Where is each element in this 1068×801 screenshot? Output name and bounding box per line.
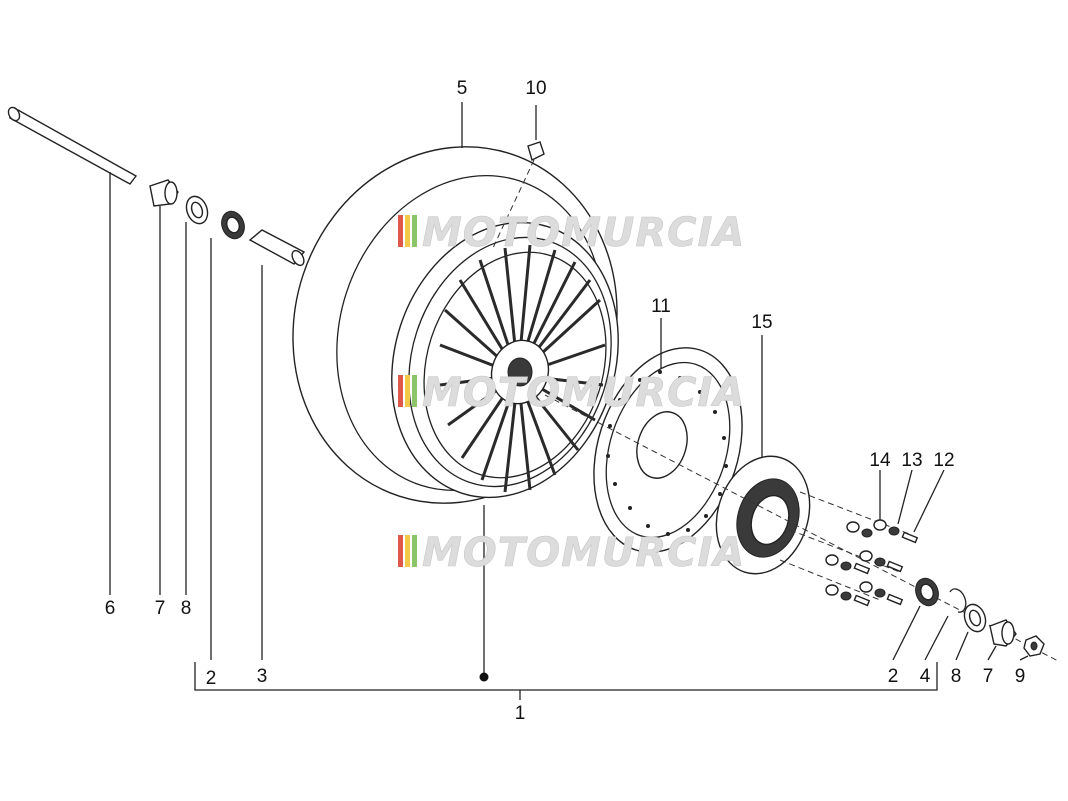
circlip bbox=[924, 588, 967, 661]
label-bolt: 12 bbox=[933, 450, 954, 471]
speedo-drive-ring bbox=[715, 335, 811, 575]
axle-nut bbox=[1019, 635, 1045, 661]
label-speedo-ring: 15 bbox=[751, 312, 772, 333]
label-nut: 9 bbox=[1015, 666, 1026, 687]
bolt-axis-line-3 bbox=[779, 559, 881, 601]
label-washer: 14 bbox=[869, 450, 891, 471]
label-spacer-right: 7 bbox=[983, 666, 994, 687]
brake-disc bbox=[593, 318, 743, 553]
seal-left bbox=[185, 195, 209, 595]
watermark-text-1: MOTOMURCIA bbox=[422, 210, 745, 256]
assembly-bracket bbox=[194, 662, 938, 700]
wheel-with-tyre bbox=[292, 146, 619, 682]
label-seal-left: 8 bbox=[181, 598, 192, 619]
label-axle: 6 bbox=[105, 598, 116, 619]
tyre-valve bbox=[491, 105, 545, 251]
bearing-left bbox=[210, 210, 245, 660]
watermark-2: MOTOMURCIA bbox=[398, 370, 745, 416]
label-tyre: 5 bbox=[457, 78, 468, 99]
label-distance-tube: 3 bbox=[257, 666, 268, 687]
label-spring-washer: 13 bbox=[901, 450, 922, 471]
seal-right bbox=[955, 603, 987, 661]
disc-fixing-hardware bbox=[825, 469, 945, 607]
label-circlip: 4 bbox=[920, 666, 931, 687]
watermark-3: MOTOMURCIA bbox=[398, 530, 745, 576]
watermark-1: MOTOMURCIA bbox=[398, 210, 745, 256]
watermark-text-3: MOTOMURCIA bbox=[422, 530, 745, 576]
distance-tube bbox=[248, 229, 306, 660]
axle-shaft bbox=[7, 106, 138, 595]
bearing-right bbox=[892, 577, 939, 661]
label-seal-right: 8 bbox=[951, 666, 962, 687]
label-valve: 10 bbox=[525, 78, 546, 99]
label-wheel-assembly: 1 bbox=[515, 703, 526, 724]
label-spacer-left: 7 bbox=[155, 598, 166, 619]
watermark-text-2: MOTOMURCIA bbox=[422, 370, 745, 416]
spacer-left bbox=[149, 179, 179, 595]
label-bearing-left: 2 bbox=[206, 668, 217, 689]
spacer-right bbox=[987, 619, 1017, 661]
label-bearing-right: 2 bbox=[888, 666, 899, 687]
label-brake-disc: 11 bbox=[651, 296, 671, 317]
